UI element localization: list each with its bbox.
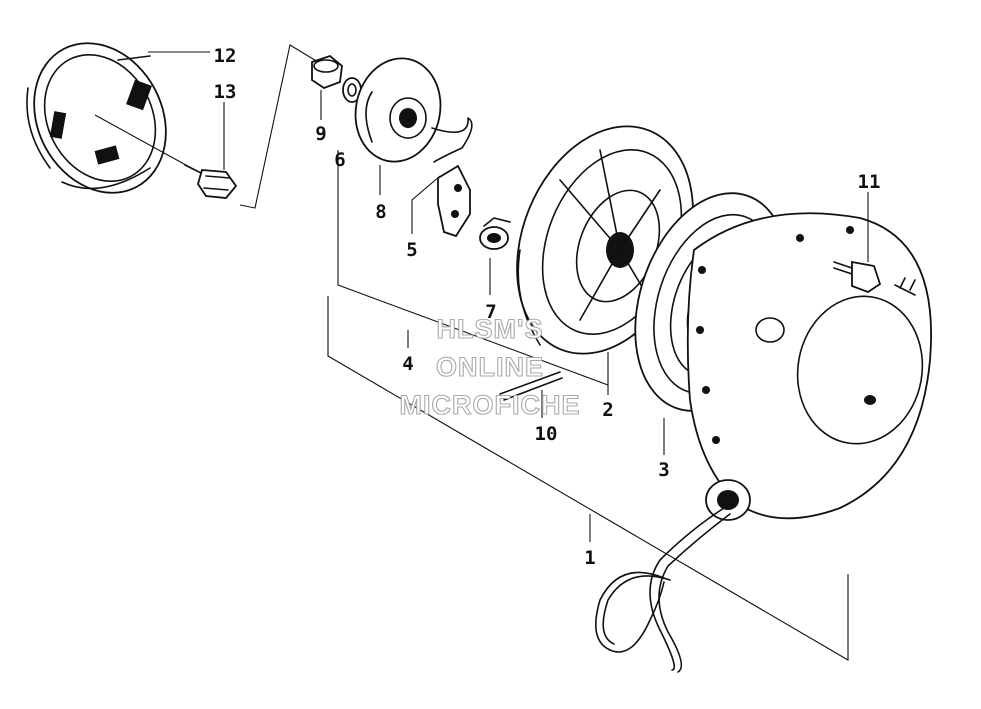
callout-7: 7	[485, 301, 496, 323]
leader-5	[411, 175, 441, 234]
callout-13: 13	[214, 81, 237, 103]
part-10-rope	[499, 371, 563, 401]
part-9-nut	[311, 54, 343, 90]
bracket-line-4	[337, 150, 609, 386]
part-7-bushing	[479, 217, 511, 250]
callout-2: 2	[602, 399, 613, 421]
callout-11: 11	[858, 171, 881, 193]
part-13-bolt	[184, 164, 238, 199]
part-8-friction-plate	[354, 57, 473, 163]
callout-5: 5	[406, 239, 417, 261]
bracket-line-top	[239, 44, 319, 209]
bracket-line-1	[327, 296, 849, 661]
watermark-line-2: ONLINE	[436, 352, 544, 382]
callout-4: 4	[402, 353, 413, 375]
part-5-pawl	[437, 164, 471, 238]
watermark-line-3: MICROFICHE	[400, 390, 581, 420]
part-11-screw	[833, 260, 882, 294]
callout-8: 8	[375, 201, 386, 223]
watermark: HLSM'S ONLINE MICROFICHE	[399, 313, 581, 420]
callout-3: 3	[658, 459, 669, 481]
callout-10: 10	[535, 423, 558, 445]
axis-line-cup	[94, 114, 196, 171]
part-6-washer	[342, 77, 362, 103]
callout-1: 1	[584, 547, 595, 569]
starter-rope-handle	[594, 507, 731, 673]
callout-9: 9	[315, 123, 326, 145]
callout-6: 6	[334, 149, 345, 171]
part-1-housing	[686, 212, 932, 521]
watermark-line-1: HLSM'S	[437, 314, 544, 344]
callout-12: 12	[214, 45, 237, 67]
